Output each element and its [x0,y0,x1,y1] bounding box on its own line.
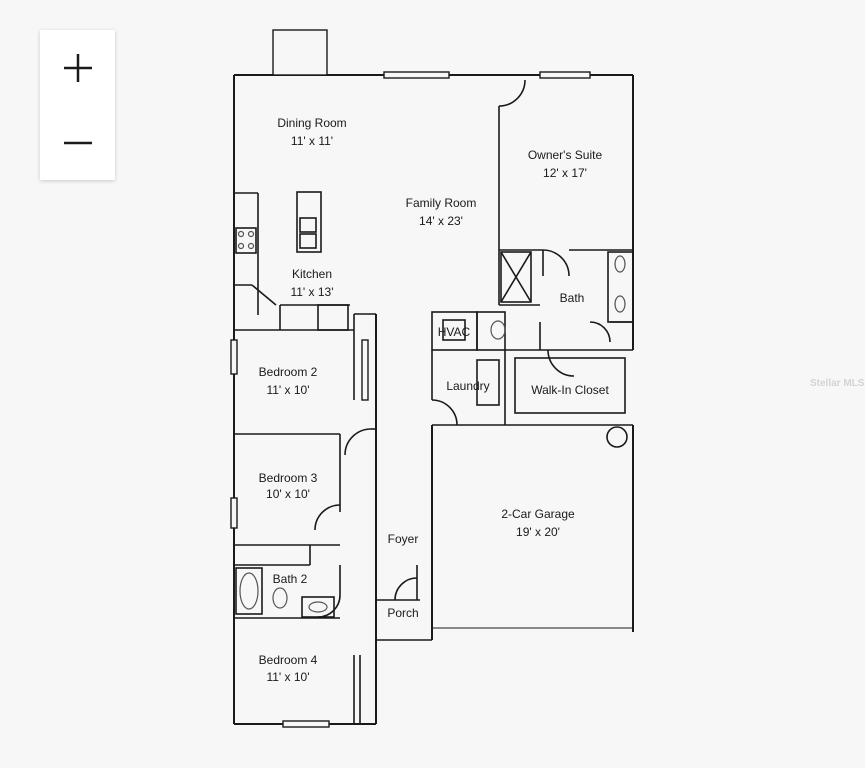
garage-size: 19' x 20' [516,525,560,539]
zoom-out-button[interactable] [40,105,115,180]
zoom-in-button[interactable] [40,30,115,105]
dining-room-name: Dining Room [277,116,346,130]
kitchen-size: 11' x 13' [290,285,333,299]
zoom-controls [40,30,115,180]
owners-suite-size: 12' x 17' [543,166,587,180]
dining-room-size: 11' x 11' [291,134,333,148]
bath2-name: Bath 2 [273,572,308,586]
watermark-text: Stellar MLS [810,378,865,389]
bath-name: Bath [560,291,585,305]
bedroom2-name: Bedroom 2 [259,365,318,379]
bedroom3-name: Bedroom 3 [259,471,318,485]
laundry-name: Laundry [446,379,489,393]
family-room-name: Family Room [406,196,477,210]
bedroom2-size: 11' x 10' [266,383,309,397]
bedroom4-name: Bedroom 4 [259,653,318,667]
hvac-name: HVAC [438,325,471,339]
plus-icon [63,53,92,82]
bedroom4-size: 11' x 10' [266,670,309,684]
garage-name: 2-Car Garage [501,507,575,521]
minus-icon [63,141,92,144]
fixtures [237,230,626,613]
walkin-closet-name: Walk-In Closet [531,383,609,397]
family-room-size: 14' x 23' [419,214,463,228]
bedroom3-size: 10' x 10' [266,487,310,501]
room-labels: Dining Room 11' x 11' Family Room 14' x … [259,116,610,684]
windows [230,29,591,728]
kitchen-name: Kitchen [292,267,332,281]
owners-suite-name: Owner's Suite [528,148,603,162]
interior-walls [234,79,634,724]
foyer-name: Foyer [388,532,419,546]
porch-name: Porch [387,606,418,620]
